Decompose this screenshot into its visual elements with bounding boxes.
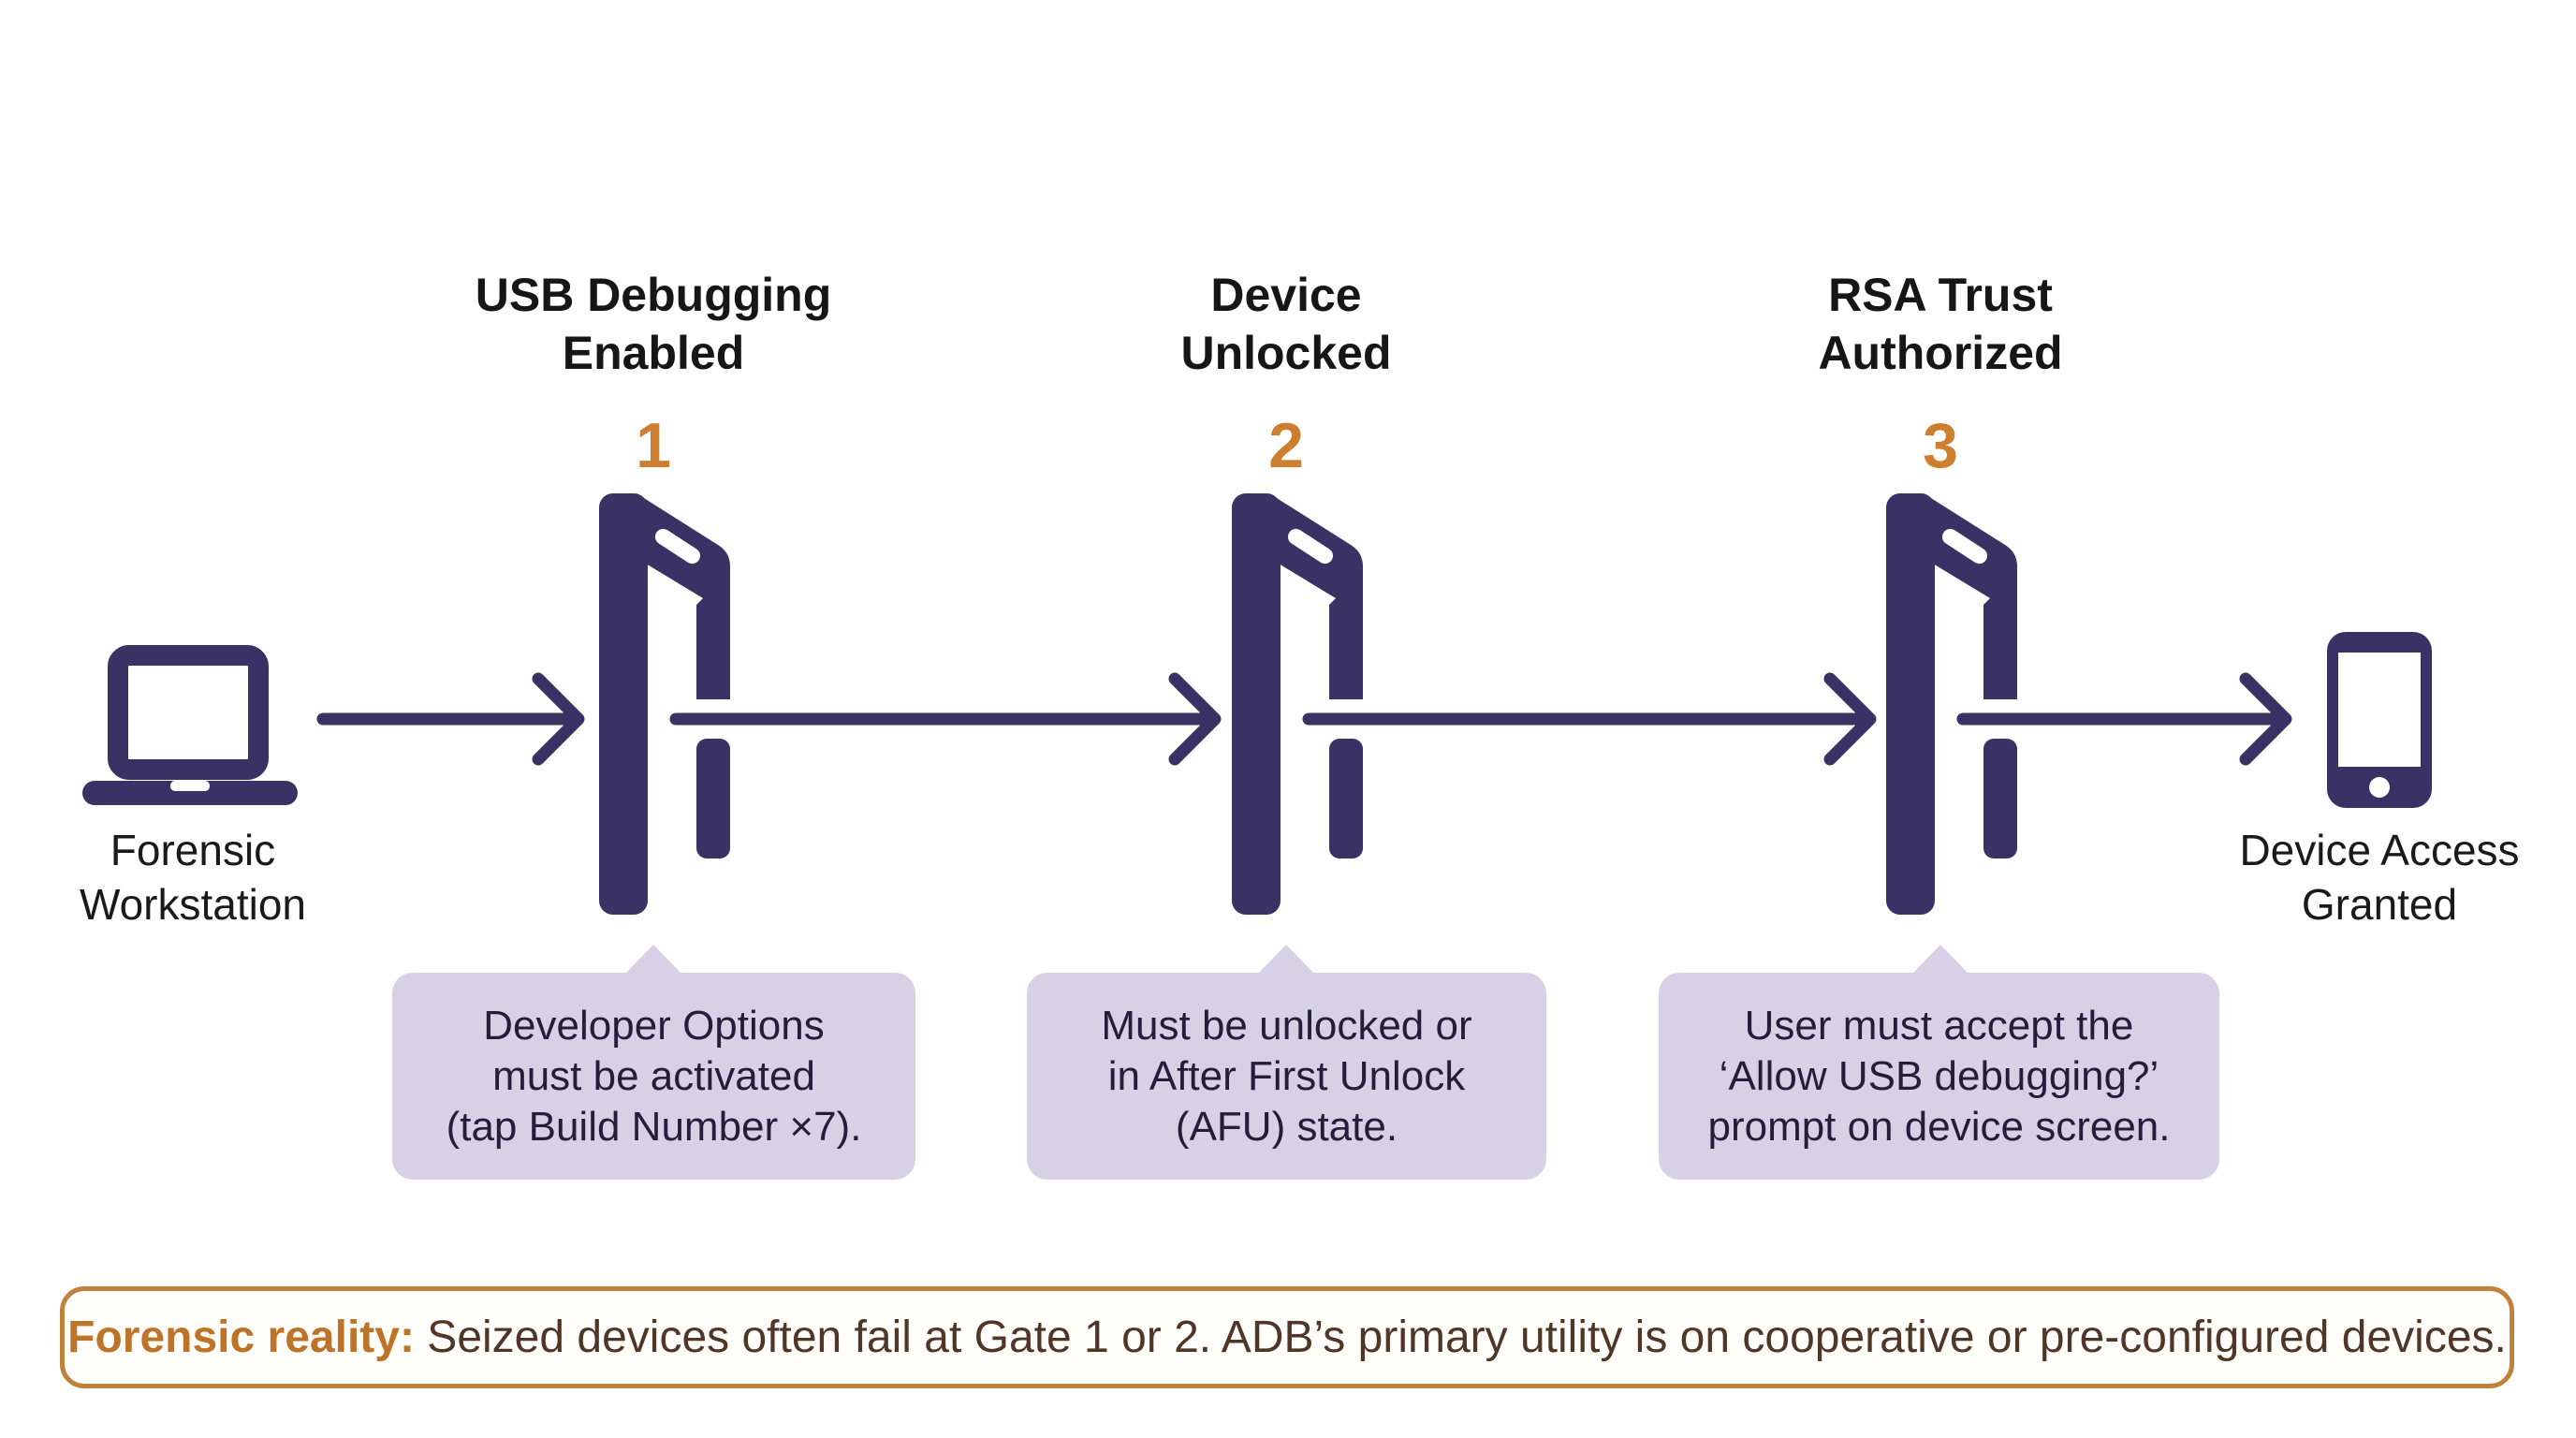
- callout-text-line: in After First Unlock: [1107, 1052, 1466, 1099]
- label-line: Granted: [2301, 880, 2458, 929]
- banner-body: Seized devices often fail at Gate 1 or 2…: [427, 1312, 2507, 1362]
- label-line: Device Access: [2239, 826, 2520, 874]
- label-line: Workstation: [79, 880, 307, 929]
- banner-separator: :: [399, 1312, 428, 1362]
- gate3-number: 3: [1923, 410, 1958, 481]
- callout-text-line: (AFU) state.: [1175, 1103, 1398, 1150]
- callout2-notch: [1258, 945, 1314, 974]
- callout-text-line: Must be unlocked or: [1101, 1002, 1472, 1049]
- gate1-title: USB Debugging Enabled: [391, 266, 915, 382]
- gate-slot: [1287, 528, 1334, 565]
- turnstile-gate1-icon: [599, 493, 730, 915]
- banner-highlight: Forensic reality: [67, 1312, 400, 1362]
- gate-slot: [654, 528, 701, 565]
- arrow-icon-gate2-to-gate3: [1302, 672, 1877, 766]
- callout-text-line: Developer Options: [483, 1002, 825, 1049]
- label-line: Forensic: [110, 826, 276, 874]
- callout-text-line: ‘Allow USB debugging?’: [1719, 1052, 2159, 1099]
- turnstile-gate2-icon: [1232, 493, 1363, 915]
- gate-title-line: Enabled: [562, 327, 745, 379]
- callout2-bubble: Must be unlocked or in After First Unloc…: [1027, 973, 1546, 1180]
- gate3-title: RSA Trust Authorized: [1678, 266, 2203, 382]
- gate-slot: [1941, 528, 1988, 565]
- arrow-icon-gate1-to-gate2: [669, 672, 1222, 766]
- forensic-workstation-label: Forensic Workstation: [0, 823, 389, 932]
- callout-text-line: User must accept the: [1744, 1002, 2134, 1049]
- callout-text-line: must be activated: [492, 1052, 815, 1099]
- callout-text-line: (tap Build Number ×7).: [446, 1103, 862, 1150]
- gate2-number: 2: [1268, 410, 1304, 481]
- gate-title-line: Authorized: [1818, 327, 2063, 379]
- callout3-notch: [1912, 945, 1969, 974]
- gate2-title: Device Unlocked: [1024, 266, 1548, 382]
- smartphone-icon: [2327, 632, 2432, 808]
- device-access-label: Device Access Granted: [2183, 823, 2576, 932]
- laptop-icon: [82, 645, 298, 805]
- gate-title-line: USB Debugging: [475, 269, 832, 321]
- callout-text-line: prompt on device screen.: [1707, 1103, 2171, 1150]
- gate1-number: 1: [636, 410, 671, 481]
- callout3-bubble: User must accept the ‘Allow USB debuggin…: [1659, 973, 2219, 1180]
- forensic-reality-banner: Forensic reality: Seized devices often f…: [60, 1286, 2514, 1388]
- banner-text: Forensic reality: Seized devices often f…: [67, 1312, 2507, 1364]
- gate-title-line: Unlocked: [1180, 327, 1392, 379]
- arrow-icon-workstation-to-gate1: [316, 672, 585, 766]
- gate-title-line: RSA Trust: [1828, 269, 2053, 321]
- gate-title-line: Device: [1210, 269, 1362, 321]
- callout1-bubble: Developer Options must be activated (tap…: [392, 973, 915, 1180]
- turnstile-gate3-icon: [1886, 493, 2017, 915]
- callout1-notch: [625, 945, 681, 974]
